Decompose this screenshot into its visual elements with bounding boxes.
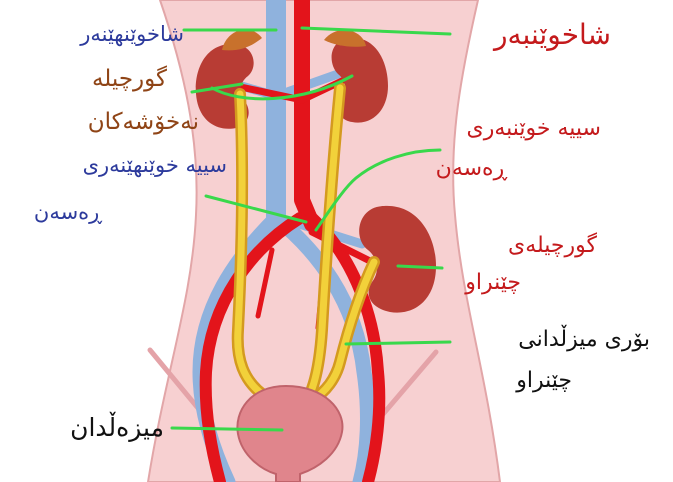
label-adrenal-gland: گورچیلە	[92, 66, 167, 92]
label-kidney: گورچیلەی	[508, 233, 597, 258]
label-bladder: میزەڵدان	[70, 414, 164, 443]
pointer-bladder	[172, 428, 282, 430]
label-aorta: شاخوێنبەر	[494, 19, 611, 51]
label-ureter-line2: چێنراو	[516, 368, 572, 393]
label-vena-cava: شاخوێنهێنەر	[80, 22, 184, 46]
label-renal-vein-line2: ڕەسەن	[34, 200, 102, 224]
pointer-ureter	[346, 342, 450, 344]
label-renal-vein: سییە خوێنهێنەری	[83, 153, 227, 177]
label-adrenal-gland-line2: نەخۆشەکان	[88, 109, 199, 135]
label-ureter: بۆری میزڵدانی	[518, 327, 650, 352]
label-renal-artery: سییە خوێنبەری	[466, 116, 601, 141]
pointer-kidney	[398, 266, 442, 268]
label-kidney-line2: چێنراو	[465, 270, 521, 295]
label-renal-artery-line2: ڕەسەن	[436, 156, 507, 181]
